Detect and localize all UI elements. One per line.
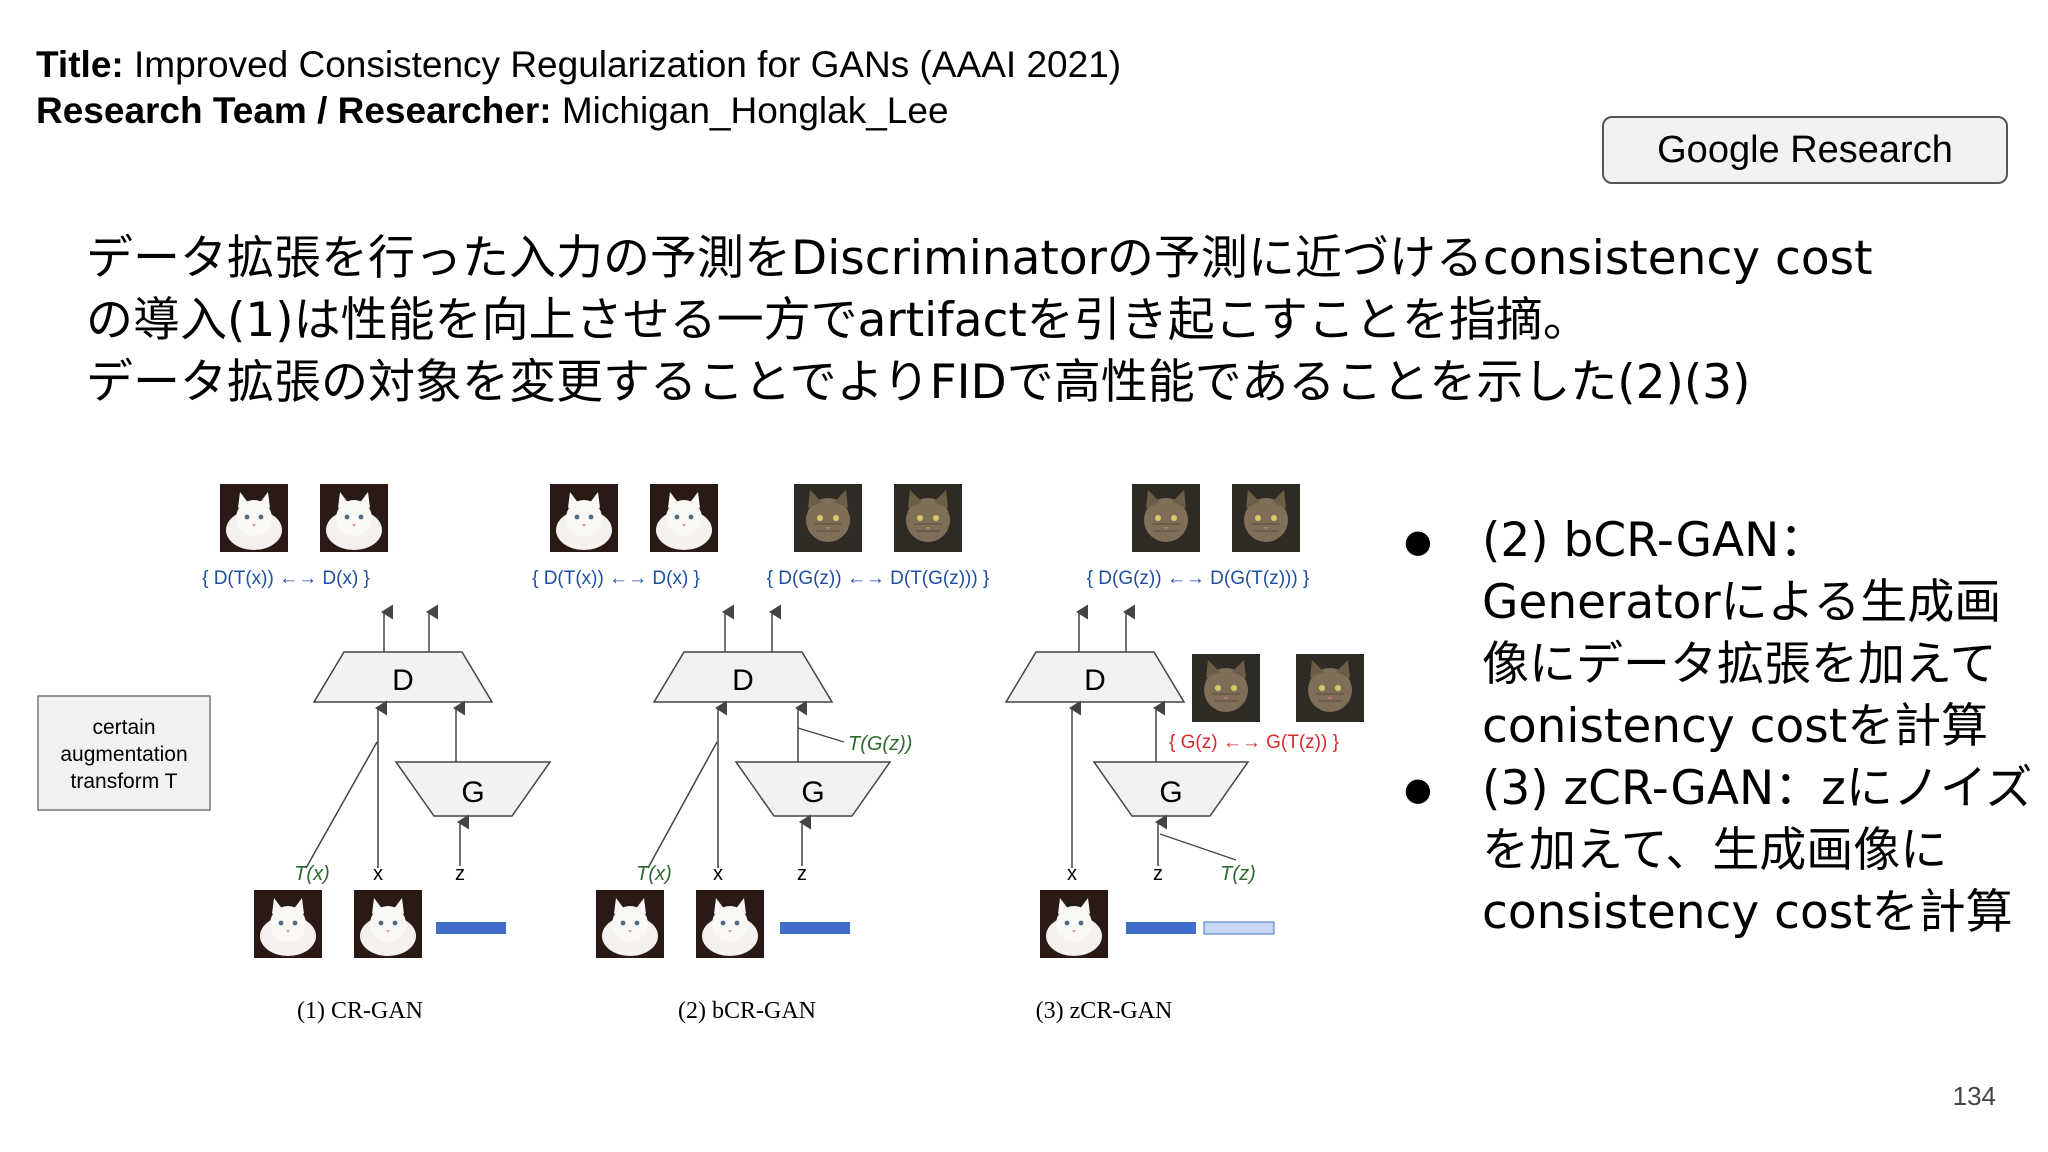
input-label: z bbox=[455, 863, 465, 885]
bullet-zcr-gan: (3) zCR-GAN：zにノイズを加えて、生成画像にconsistency c… bbox=[1400, 758, 2040, 944]
bullet-bcr-gan: (2) bCR-GAN：Generatorによる生成画像にデータ拡張を加えてco… bbox=[1400, 510, 2040, 758]
generator-block bbox=[734, 761, 892, 817]
panel-cr-gan: { D(T(x)) ←→ D(x) } D G T(x) x z (1) CR-… bbox=[202, 484, 552, 1024]
summary-line: の導入(1)は性能を向上させる一方でartifactを引き起こすことを指摘。 bbox=[86, 293, 1590, 348]
discriminator-label: D bbox=[732, 664, 754, 697]
generator-label: G bbox=[461, 776, 484, 809]
cat-image bbox=[354, 890, 422, 958]
discriminator-label: D bbox=[1084, 664, 1106, 697]
cat-image bbox=[1040, 890, 1108, 958]
cat-image bbox=[254, 890, 322, 958]
discriminator-block bbox=[652, 651, 834, 703]
cat-image bbox=[1231, 483, 1301, 553]
transform-box-line: augmentation bbox=[60, 743, 187, 766]
input-label: z bbox=[1153, 863, 1163, 885]
panel-zcr-gan: { D(G(z)) ←→ D(G(T(z))) } D { G(z) ←→ G(… bbox=[1004, 483, 1365, 1024]
cat-image bbox=[550, 484, 618, 552]
input-label: z bbox=[797, 863, 807, 885]
input-label: x bbox=[373, 863, 383, 885]
method-bullets: (2) bCR-GAN：Generatorによる生成画像にデータ拡張を加えてco… bbox=[1400, 510, 2040, 944]
generator-consistency-formula: { G(z) ←→ G(T(z)) } bbox=[1169, 732, 1339, 753]
consistency-formula: { D(G(z)) ←→ D(G(T(z))) } bbox=[1087, 568, 1310, 589]
cat-image bbox=[1295, 653, 1365, 723]
cat-image bbox=[1191, 653, 1261, 723]
panel-caption: (3) zCR-GAN bbox=[1036, 998, 1173, 1024]
input-label: T(z) bbox=[1220, 863, 1256, 885]
cat-image bbox=[893, 483, 963, 553]
z-vector-bar bbox=[1126, 922, 1196, 934]
generator-label: G bbox=[1159, 776, 1182, 809]
cat-image bbox=[596, 890, 664, 958]
cat-image bbox=[793, 483, 863, 553]
title-line: Title: Improved Consistency Regularizati… bbox=[36, 44, 1122, 85]
input-label: x bbox=[1067, 863, 1077, 885]
cat-image bbox=[220, 484, 288, 552]
summary-line: データ拡張の対象を変更することでよりFIDで高性能であることを示した(2)(3) bbox=[86, 355, 1751, 410]
slide-header: Title: Improved Consistency Regularizati… bbox=[36, 42, 1121, 134]
cat-image bbox=[1131, 483, 1201, 553]
input-label: x bbox=[713, 863, 723, 885]
org-badge: Google Research bbox=[1602, 116, 2008, 184]
team-line: Research Team / Researcher: Michigan_Hon… bbox=[36, 90, 949, 131]
consistency-formula: { D(T(x)) ←→ D(x) } bbox=[202, 568, 370, 589]
discriminator-block bbox=[1004, 651, 1186, 703]
consistency-formula: { D(T(x)) ←→ D(x) } bbox=[532, 568, 700, 589]
generator-block bbox=[394, 761, 552, 817]
transform-label: T(G(z)) bbox=[848, 733, 912, 755]
transform-box: certain augmentation transform T bbox=[37, 695, 211, 811]
input-label: T(x) bbox=[636, 863, 672, 885]
generator-label: G bbox=[801, 776, 824, 809]
generator-block bbox=[1092, 761, 1250, 817]
panel-bcr-gan: { D(T(x)) ←→ D(x) } { D(G(z)) ←→ D(T(G(z… bbox=[532, 483, 990, 1024]
page-number: 134 bbox=[1952, 1081, 1996, 1111]
transform-box-line: certain bbox=[92, 716, 155, 739]
discriminator-block bbox=[312, 651, 494, 703]
z-vector-bar bbox=[436, 922, 506, 934]
consistency-formula: { D(G(z)) ←→ D(T(G(z))) } bbox=[767, 568, 990, 589]
summary-line: データ拡張を行った入力の予測をDiscriminatorの予測に近づけるcons… bbox=[86, 231, 1873, 286]
transform-box-line: transform T bbox=[71, 770, 178, 793]
z-vector-bar bbox=[780, 922, 850, 934]
panel-caption: (2) bCR-GAN bbox=[678, 998, 816, 1024]
cat-image bbox=[696, 890, 764, 958]
cat-image bbox=[320, 484, 388, 552]
architecture-diagram: certain augmentation transform T { D(T(x… bbox=[37, 483, 1365, 1024]
discriminator-label: D bbox=[392, 664, 414, 697]
perturbed-z-vector-bar bbox=[1203, 921, 1275, 935]
cat-image bbox=[650, 484, 718, 552]
summary-text: データ拡張を行った入力の予測をDiscriminatorの予測に近づけるcons… bbox=[86, 228, 1873, 414]
input-label: T(x) bbox=[294, 863, 330, 885]
panel-caption: (1) CR-GAN bbox=[297, 998, 423, 1024]
